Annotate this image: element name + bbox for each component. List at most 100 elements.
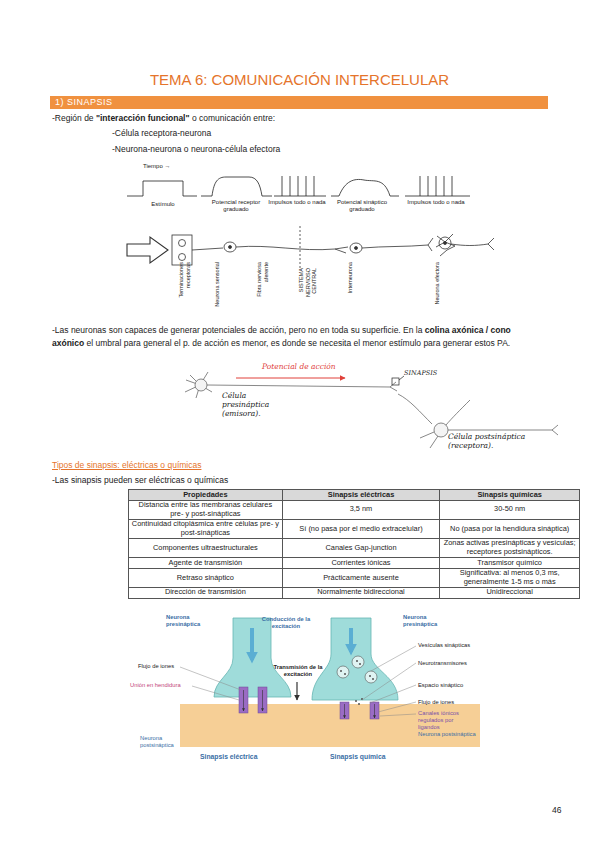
table-cell: Zonas activas presinápticas y vesículas;… bbox=[440, 538, 580, 557]
handwritten-note: Potencial de acción bbox=[262, 362, 336, 371]
part-label: Neurona sensorial bbox=[214, 262, 220, 307]
table-cell: Prácticamente ausente bbox=[282, 568, 440, 587]
trace-label: Estímulo bbox=[151, 201, 174, 207]
body-text: -Región de"interacción funcional"o comun… bbox=[52, 112, 546, 125]
body-text: -Las sinapsis pueden ser eléctricas o qu… bbox=[52, 475, 228, 485]
body-text: -Las neuronas son capaces de generar pot… bbox=[52, 325, 422, 335]
part-label: Transmisión de la excitación bbox=[274, 664, 323, 677]
part-label: Flujo de iones bbox=[138, 663, 198, 670]
part-label: Fibra nerviosa aferente bbox=[256, 262, 269, 312]
table-row: Continuidad citoplásmica entre células p… bbox=[129, 519, 580, 538]
handwritten-note: Célula presináptica (emisora). bbox=[222, 391, 269, 418]
table-cell: Canales Gap-junction bbox=[282, 538, 440, 557]
part-label: Conducción de la excitación bbox=[262, 616, 310, 629]
table-cell: Sinapsis químicas bbox=[440, 490, 580, 501]
cell-text: Canales Gap-junction bbox=[325, 543, 396, 552]
table-cell: Propiedades bbox=[129, 490, 283, 501]
part-label: Neurona presináptica bbox=[403, 614, 437, 627]
cell-text: Normalmente bidireccional bbox=[317, 587, 405, 596]
handwritten-note: Célula postsináptica (receptora). bbox=[448, 432, 525, 450]
part-label: Flujo de iones bbox=[418, 699, 490, 706]
table-row: PropiedadesSinapsis eléctricasSinapsis q… bbox=[129, 490, 580, 501]
table-cell: Sí (no pasa por el medio extracelular) bbox=[282, 519, 440, 538]
cell-text: Continuidad citoplásmica entre células p… bbox=[132, 519, 279, 537]
part-label: Vesículas sinápticas bbox=[418, 642, 470, 648]
table-cell: Retraso sináptico bbox=[129, 568, 283, 587]
part-label: Interneurona bbox=[347, 262, 354, 312]
signal-traces bbox=[127, 176, 470, 196]
page-title: TEMA 6: COMUNICACIÓN INTERCELULAR bbox=[0, 71, 599, 88]
table-cell: Corrientes iónicas bbox=[282, 558, 440, 569]
cell-text: No (pasa por la hendidura sináptica) bbox=[450, 524, 569, 533]
body-text: -Neurona-neurona o neurona-célula efecto… bbox=[112, 144, 280, 154]
part-label: Neurona postsináptica bbox=[418, 731, 478, 738]
part-label: Flujo de iones bbox=[138, 663, 174, 669]
cell-text: Retraso sináptico bbox=[177, 573, 234, 582]
cell-text: Dirección de transmisión bbox=[165, 587, 246, 596]
part-label: Neurona presináptica bbox=[166, 614, 200, 627]
table-cell: Transmisor químico bbox=[440, 558, 580, 569]
cell-text: 3,5 nm bbox=[350, 504, 373, 513]
cell-text: Distancia entre las membranas celulares … bbox=[139, 500, 273, 518]
body-text: -Las sinapsis pueden ser eléctricas o qu… bbox=[52, 474, 352, 487]
part-label: Neurona postsináptica bbox=[140, 735, 174, 748]
cell-text: Sinapsis químicas bbox=[477, 490, 542, 499]
table-cell: Unidireccional bbox=[440, 587, 580, 598]
part-label: Neurotransmisores bbox=[418, 660, 467, 666]
part-label: SISTEMA NERVIOSO CENTRAL bbox=[298, 268, 318, 312]
part-label: Fibra nerviosa aferente bbox=[256, 262, 269, 297]
section-band: 1) SINAPSIS bbox=[50, 96, 548, 109]
cell-text: Sí (no pasa por el medio extracelular) bbox=[299, 524, 422, 533]
figure-label: Sinapsis eléctrica bbox=[200, 754, 272, 761]
figure-label: Sinapsis química bbox=[330, 753, 386, 760]
comparison-table: PropiedadesSinapsis eléctricasSinapsis q… bbox=[128, 489, 580, 599]
handwritten-note: SINAPSIS bbox=[404, 369, 437, 377]
trace-label: Potencial sináptico graduado bbox=[330, 199, 394, 213]
body-text: el umbral para general el p. de acción e… bbox=[87, 338, 511, 348]
trace-label: Impulsos todo o nada bbox=[405, 199, 467, 206]
part-label: Interneurona bbox=[347, 262, 353, 293]
part-label: Flujo de iones bbox=[418, 699, 454, 705]
part-label: Neurona presináptica bbox=[166, 614, 218, 628]
part-label: SISTEMA NERVIOSO CENTRAL bbox=[298, 268, 317, 297]
neuron-chain bbox=[127, 226, 494, 268]
table-row: Retraso sináptico Prácticamente ausenteSi… bbox=[129, 568, 580, 587]
body-text: -Célula receptora-neurona bbox=[112, 128, 211, 138]
cell-text: Agente de transmisión bbox=[169, 558, 243, 567]
part-label: Canales iónicos regulados por ligandos bbox=[418, 710, 476, 730]
table-cell: Dirección de transmisión bbox=[129, 587, 283, 598]
table-cell: Normalmente bidireccional bbox=[282, 587, 440, 598]
cell-text: Corrientes iónicas bbox=[331, 558, 390, 567]
trace-label: Potencial receptor graduado bbox=[212, 199, 260, 212]
body-text: o comunicación entre: bbox=[192, 113, 275, 123]
body-text: -Región de bbox=[52, 113, 94, 123]
table-cell: Componentes ultraestructurales bbox=[129, 538, 283, 557]
handwritten-note: Célula postsináptica (receptora). bbox=[448, 432, 530, 450]
subheading: Tipos de sinapsis: eléctricas o químicas bbox=[52, 460, 201, 470]
table-cell: Significativa: al menos 0,3 ms, generalm… bbox=[440, 568, 580, 587]
body-text: -Neurona-neurona o neurona-célula efecto… bbox=[112, 143, 412, 156]
cell-text: 30-50 nm bbox=[494, 504, 525, 513]
part-label: Neurona presináptica bbox=[403, 614, 459, 628]
part-label: Vesículas sinápticas bbox=[418, 642, 490, 649]
synapse-illustration bbox=[180, 618, 480, 747]
figure-label: Sinapsis eléctrica bbox=[200, 753, 257, 760]
trace-label: Potencial receptor graduado bbox=[204, 199, 268, 213]
part-label: Canales iónicos regulados por ligandos bbox=[418, 710, 459, 730]
table-row: Agente de transmisión Corrientes iónicas T… bbox=[129, 558, 580, 569]
cell-text: Propiedades bbox=[183, 490, 227, 499]
handwritten-note: SINAPSIS bbox=[404, 369, 454, 378]
table-row: Componentes ultraestructurales Canales Ga… bbox=[129, 538, 580, 557]
part-label: Espacio sináptico bbox=[418, 682, 463, 688]
part-label: Neurotransmisores bbox=[418, 660, 490, 667]
body-text: -Las neuronas son capaces de generar pot… bbox=[52, 324, 546, 349]
body-text: -Célula receptora-neurona bbox=[112, 127, 412, 140]
cell-text: Zonas activas presinápticas y vesículas;… bbox=[444, 538, 576, 556]
table-cell: 30-50 nm bbox=[440, 500, 580, 519]
body-text: "interacción funcional" bbox=[96, 113, 190, 123]
trace-label: Impulsos todo o nada bbox=[268, 199, 326, 206]
cell-text: Unidireccional bbox=[486, 587, 532, 596]
part-label: Neurona postsináptica bbox=[418, 731, 476, 737]
